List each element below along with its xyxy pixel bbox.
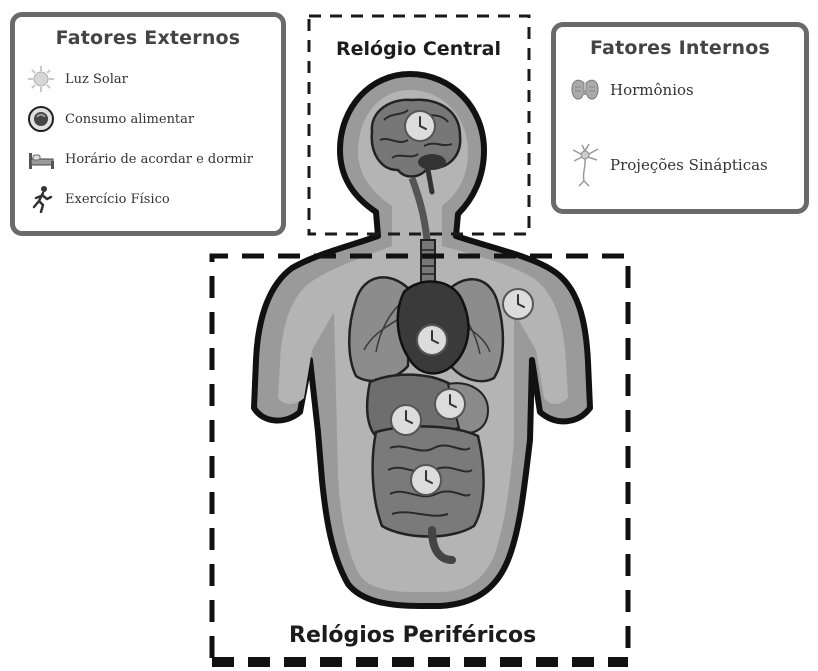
muscle-clock-icon (503, 289, 533, 319)
factor-label: Projeções Sinápticas (610, 156, 768, 174)
factor-projecoes-sinapticas: Projeções Sinápticas (568, 143, 768, 187)
peripheral-clocks-label: Relógios Periféricos (289, 623, 536, 648)
bed-icon (27, 145, 55, 173)
stomach-clock-icon (435, 389, 465, 419)
factor-label: Hormônios (610, 81, 694, 99)
heart-clock-icon (417, 325, 447, 355)
runner-icon (27, 185, 55, 213)
factor-luz-solar: Luz Solar (27, 65, 128, 93)
thyroid-gland-icon (568, 73, 602, 107)
liver-clock-icon (391, 405, 421, 435)
factor-label: Luz Solar (65, 72, 128, 87)
intestine-clock-icon (411, 465, 441, 495)
factor-hormonios: Hormônios (568, 73, 694, 107)
external-factors-title: Fatores Externos (15, 27, 281, 49)
external-factors-panel: Fatores Externos Luz Solar Consumo alime… (10, 12, 286, 236)
factor-label: Exercício Físico (65, 192, 170, 207)
factor-label: Horário de acordar e dormir (65, 152, 253, 167)
internal-factors-panel: Fatores Internos Hormônios Projeções Sin… (551, 22, 809, 214)
internal-factors-title: Fatores Internos (556, 37, 804, 59)
food-plate-icon (27, 105, 55, 133)
factor-label: Consumo alimentar (65, 112, 194, 127)
sun-icon (27, 65, 55, 93)
factor-exercicio-fisico: Exercício Físico (27, 185, 170, 213)
central-clock-label: Relógio Central (336, 38, 501, 60)
neuron-icon (568, 143, 602, 187)
factor-horario-sono: Horário de acordar e dormir (27, 145, 253, 173)
brain-clock-icon (405, 111, 435, 141)
factor-consumo-alimentar: Consumo alimentar (27, 105, 194, 133)
